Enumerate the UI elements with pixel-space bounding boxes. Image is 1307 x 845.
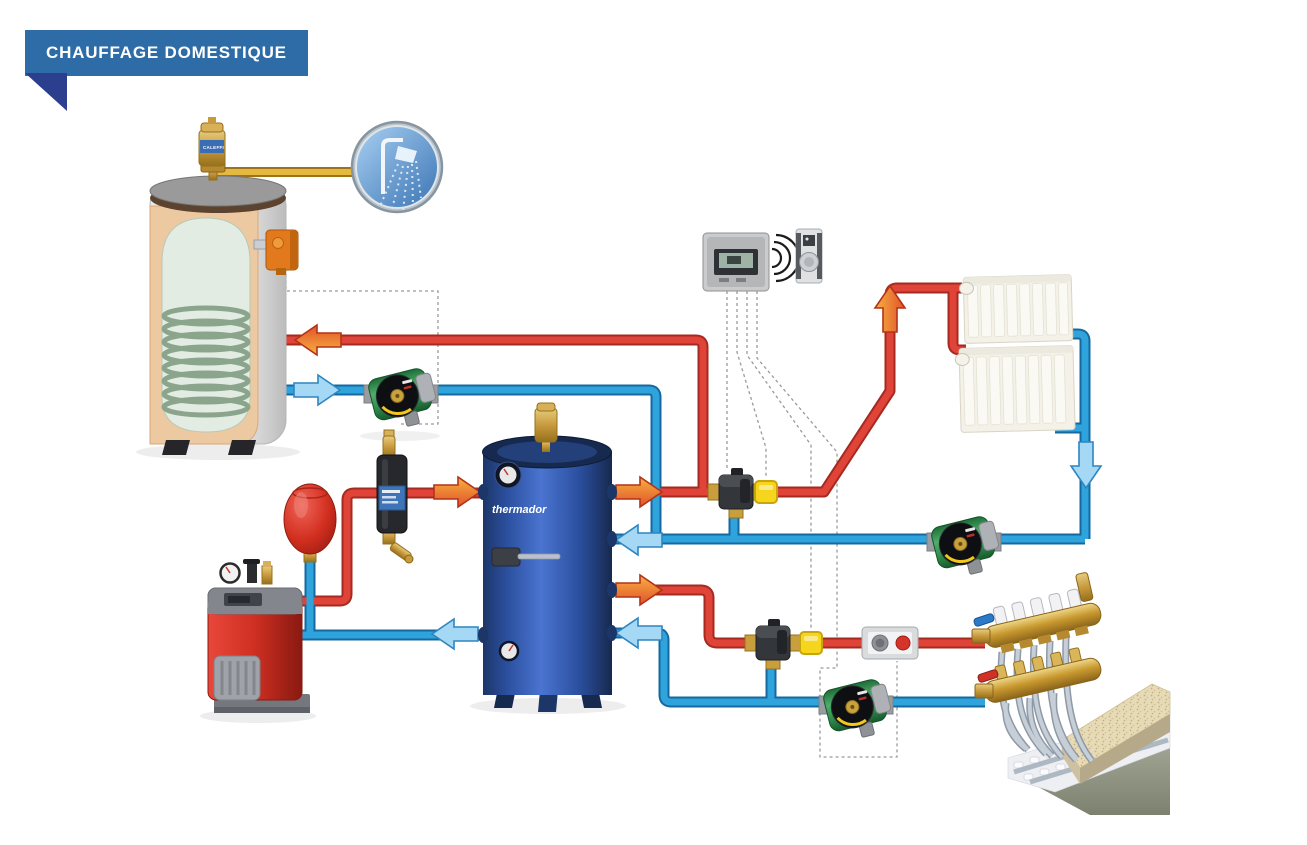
- safety-thermostat: [861, 626, 919, 660]
- arrow-cold-left: [431, 618, 479, 650]
- wireless-waves-icon: [771, 233, 801, 283]
- wireless-receiver: [795, 228, 823, 284]
- boiler-flow-pipe: [296, 489, 483, 605]
- air-vent-icon: CALEFFI: [198, 117, 226, 181]
- buffer-brand-label: thermador: [492, 504, 547, 516]
- wire-cylinder-sensor-to-pump: [285, 268, 439, 425]
- title-badge: CHAUFFAGE DOMESTIQUE: [25, 30, 308, 76]
- cylinder-flow-pipe: [283, 336, 707, 490]
- wire-thermostat-2: [736, 291, 767, 478]
- cylinder-return-pipe: [283, 386, 660, 538]
- buffer-air-vent-icon: [534, 402, 558, 452]
- arrow-cold-down: [1070, 441, 1102, 489]
- underfloor-heating: [1007, 683, 1171, 815]
- burner: [213, 655, 261, 701]
- pump-floor: [817, 675, 898, 746]
- sensor-pocket-radiators: [754, 480, 778, 504]
- pipe-cores: [217, 169, 1089, 706]
- arrow-hot-left: [294, 324, 342, 356]
- radiator-1: [958, 274, 1074, 344]
- radiator-drop-pipe: [1055, 330, 1089, 539]
- shower-icon: [350, 120, 444, 214]
- boiler: [207, 559, 310, 713]
- pump-radiators: [925, 512, 1006, 583]
- magnetic-filter: [376, 429, 414, 564]
- pump-dhw: [362, 364, 443, 435]
- expansion-vessel: [283, 483, 337, 563]
- radiator-flow-pipe: [612, 284, 962, 496]
- floor-flow-pipe: [612, 586, 985, 647]
- drain-valve-red: [974, 669, 999, 699]
- wire-thermostat-4: [756, 291, 898, 758]
- cylinder-sensor: [253, 229, 299, 275]
- radiator-2: [954, 345, 1076, 433]
- manifold-pipes: [997, 636, 1095, 764]
- sensor-pocket-floor: [799, 631, 823, 655]
- hot-water-cylinder: CALEFFI: [149, 117, 299, 455]
- arrow-hot-right: [433, 476, 481, 508]
- boiler-fittings: [219, 559, 273, 585]
- fill-valve-blue: [971, 613, 995, 644]
- room-thermostat: [702, 232, 770, 292]
- page-title: CHAUFFAGE DOMESTIQUE: [46, 43, 287, 62]
- pipe-outlines: [217, 167, 1091, 708]
- arrow-cold-left: [615, 617, 663, 649]
- mixing-valve-floor: [744, 618, 802, 670]
- arrow-cold-right: [293, 374, 341, 406]
- floor-manifold: [971, 572, 1102, 703]
- air-vent-label: CALEFFI: [203, 145, 224, 150]
- arrow-hot-right: [615, 574, 663, 606]
- buffer-tank: thermador: [478, 402, 617, 712]
